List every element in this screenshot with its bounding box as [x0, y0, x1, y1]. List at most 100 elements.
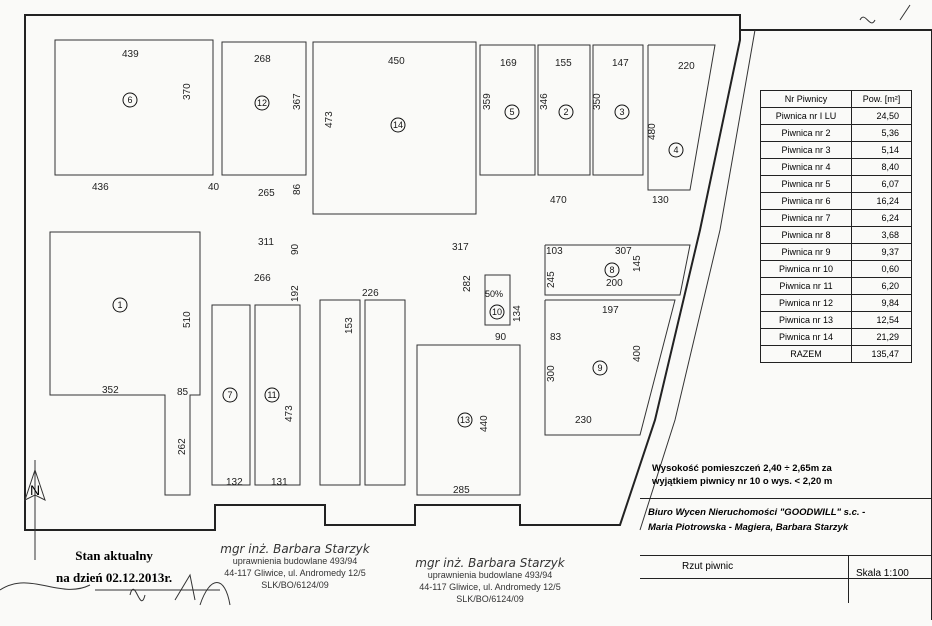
office-line: Biuro Wycen Nieruchomości "GOODWILL" s.c… [648, 507, 866, 518]
dimension-label: 436 [92, 182, 109, 193]
stamp-2: mgr inż. Barbara Starzyk uprawnienia bud… [400, 557, 580, 605]
cellar-name: Piwnica nr 14 [760, 328, 852, 346]
dimension-label: 480 [647, 123, 658, 140]
cellar-name: Piwnica nr 4 [760, 158, 852, 176]
cellar-name: Piwnica nr 12 [760, 294, 852, 312]
cellar-area: 21,29 [851, 328, 912, 346]
dimension-label: 350 [592, 93, 603, 110]
dimension-label: 367 [292, 93, 303, 110]
table-header: Pow. [m²] [851, 90, 912, 108]
dimension-label: 86 [292, 183, 303, 195]
room-number-circle [222, 387, 238, 403]
stamp-line: uprawnienia budowlane 493/94 [232, 556, 358, 566]
cellar-area: 5,36 [851, 124, 912, 142]
room-number-circle [457, 412, 473, 428]
dimension-label: 450 [388, 56, 405, 67]
dimension-label: 266 [254, 273, 271, 284]
dimension-label: 352 [102, 385, 119, 396]
dimension-label: 169 [500, 58, 517, 69]
cellar-name: Piwnica nr 8 [760, 226, 852, 244]
dimension-label: 307 [615, 246, 632, 257]
office-info: Biuro Wycen Nieruchomości "GOODWILL" s.c… [648, 505, 865, 535]
cellar-name: Piwnica nr 13 [760, 311, 852, 329]
divider [640, 498, 932, 499]
height-note: Wysokość pomieszczeń 2,40 ÷ 2,65m za wyj… [652, 462, 832, 488]
dimension-label: 439 [122, 49, 139, 60]
dimension-label: 155 [555, 58, 572, 69]
room-number: 10 [492, 307, 502, 317]
room-number: 13 [460, 415, 470, 425]
dimension-label: 400 [632, 345, 643, 362]
cellar-name: Piwnica nr 3 [760, 141, 852, 159]
dimension-label: 311 [258, 237, 274, 248]
cellar-area: 6,07 [851, 175, 912, 193]
dimension-label: 131 [271, 477, 288, 488]
cellar-name: Piwnica nr 2 [760, 124, 852, 142]
stamp-line: uprawnienia budowlane 493/94 [427, 570, 553, 580]
stamp-line: SLK/BO/6124/09 [456, 594, 524, 604]
dimension-label: 245 [546, 271, 557, 288]
status-line: na dzień 02.12.2013r. [56, 570, 173, 585]
divider [640, 578, 932, 579]
height-note-line: wyjątkiem piwnicy nr 10 o wys. < 2,20 m [652, 476, 833, 487]
stamp-line: SLK/BO/6124/09 [261, 580, 329, 590]
room-number: 2 [563, 107, 568, 117]
cellar-name: Piwnica nr 9 [760, 243, 852, 261]
dimension-label: 85 [177, 387, 189, 398]
status-date: Stan aktualny na dzień 02.12.2013r. [56, 545, 172, 589]
dimension-label: 346 [539, 93, 550, 110]
room10-note: 50% [485, 289, 503, 299]
dimension-label: 134 [512, 305, 523, 322]
room-number-circle [604, 262, 620, 278]
dimension-label: 473 [324, 111, 335, 128]
room-number-circle [504, 104, 520, 120]
room-number-circle [592, 360, 608, 376]
table-header: Nr Piwnicy [760, 90, 852, 108]
dimension-label: 268 [254, 54, 271, 65]
room-number-circle [112, 297, 128, 313]
cellar-name: Piwnica nr 7 [760, 209, 852, 227]
dimension-label: 262 [177, 438, 188, 455]
room-number-circle [668, 142, 684, 158]
dimension-label: 282 [462, 275, 473, 292]
dimension-label: 226 [362, 288, 379, 299]
cellar-name: RAZEM [760, 345, 852, 363]
dimension-label: 192 [290, 285, 301, 302]
cellar-area: 12,54 [851, 311, 912, 329]
cellar-area: 9,37 [851, 243, 912, 261]
stamp-name: mgr inż. Barbara Starzyk [220, 542, 370, 556]
outer-walls [24, 14, 932, 620]
status-line: Stan aktualny [75, 548, 153, 563]
dimension-label: 470 [550, 195, 567, 206]
room-number-circle [264, 387, 280, 403]
stamp-line: 44-117 Gliwice, ul. Andromedy 12/5 [419, 582, 561, 592]
cellar-area: 135,47 [851, 345, 912, 363]
dimension-label: 197 [602, 305, 619, 316]
dimension-label: 103 [546, 246, 563, 257]
signature-scribbles [0, 4, 911, 606]
dimension-label: 90 [290, 243, 301, 255]
dimension-label: 370 [182, 83, 193, 100]
dimension-label: 473 [284, 405, 295, 422]
room-number: 4 [673, 145, 678, 155]
dimension-label: 153 [344, 317, 355, 334]
dimension-label: 147 [612, 58, 629, 69]
north-label: N [30, 482, 40, 498]
cellar-name: Piwnica nr 6 [760, 192, 852, 210]
cellar-name: Piwnica nr 10 [760, 260, 852, 278]
height-note-line: Wysokość pomieszczeń 2,40 ÷ 2,65m za [652, 463, 832, 474]
inner-walls [49, 39, 716, 496]
cellar-area: 9,84 [851, 294, 912, 312]
cellar-area: 5,14 [851, 141, 912, 159]
